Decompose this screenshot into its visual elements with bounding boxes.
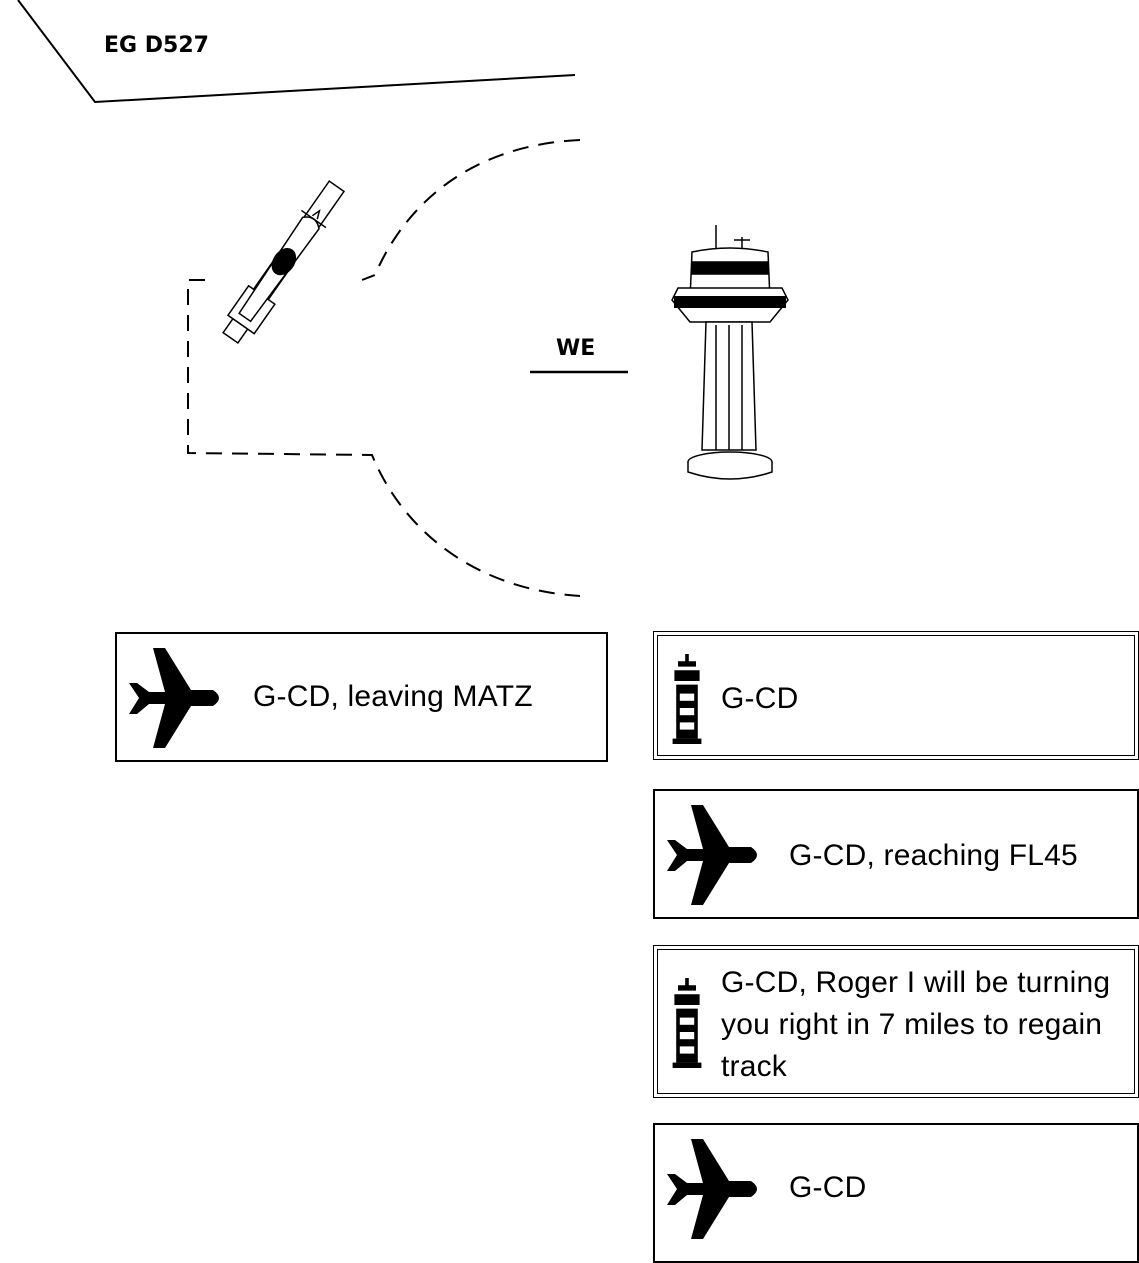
message-box-5: G-CD bbox=[653, 1123, 1139, 1263]
message-text: G-CD, Roger I will be turning you right … bbox=[721, 962, 1133, 1088]
aircraft-icon bbox=[125, 648, 225, 748]
aircraft-icon bbox=[663, 1139, 763, 1239]
tower-callsign-label: WE bbox=[556, 336, 595, 361]
aircraft-icon bbox=[663, 805, 763, 905]
control-tower-icon bbox=[667, 978, 707, 1068]
control-tower-illustration bbox=[672, 225, 788, 479]
light-aircraft-icon bbox=[218, 178, 350, 348]
message-text: G-CD, reaching FL45 bbox=[789, 835, 1078, 877]
matz-boundary bbox=[188, 140, 580, 596]
message-text: G-CD bbox=[789, 1167, 866, 1209]
danger-area-boundary bbox=[18, 0, 575, 102]
message-text: G-CD bbox=[721, 678, 798, 720]
message-box-2: G-CD bbox=[653, 631, 1139, 760]
message-box-1: G-CD, leaving MATZ bbox=[115, 632, 608, 762]
message-box-4: G-CD, Roger I will be turning you right … bbox=[653, 945, 1139, 1098]
message-text: G-CD, leaving MATZ bbox=[253, 676, 533, 718]
control-tower-icon bbox=[667, 654, 707, 744]
message-box-3: G-CD, reaching FL45 bbox=[653, 789, 1139, 919]
danger-area-label: EG D527 bbox=[104, 33, 209, 58]
